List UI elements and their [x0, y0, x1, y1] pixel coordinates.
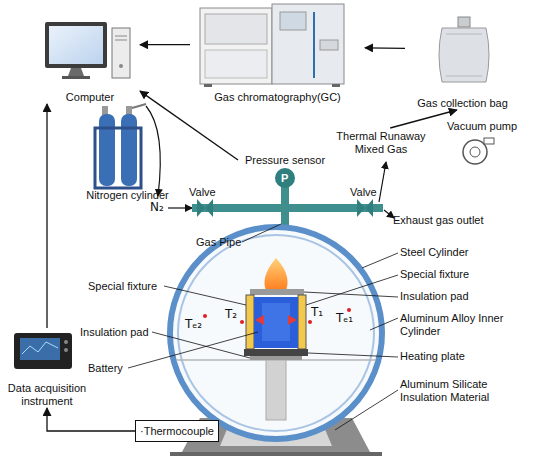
part-label: Aluminum Silicate Insulation Material	[400, 378, 530, 404]
computer-icon	[45, 22, 130, 79]
gas-label-node: Thermal Runaway Mixed Gas	[335, 128, 427, 158]
gas-bag-node: Gas collection bag	[405, 15, 520, 110]
part-label: Battery	[88, 362, 123, 375]
node-label: Pressure sensor	[245, 154, 325, 167]
gas-bag-icon	[439, 17, 489, 82]
gas-symbol: N₂	[150, 201, 164, 214]
node-label: Gas collection bag	[417, 97, 508, 110]
valve-label: Valve	[350, 186, 377, 199]
part-label: Special fixture	[400, 268, 469, 281]
part-label: Exhaust gas outlet	[393, 214, 484, 227]
battery-assembly	[244, 258, 308, 360]
node-label: Gas chromatography(GC)	[214, 91, 341, 104]
thermocouple-box: ·Thermocouple	[135, 420, 219, 442]
data-logger-icon	[14, 333, 72, 369]
leader-lines	[128, 224, 398, 430]
nitrogen-node: Nitrogen cylinder	[85, 100, 170, 202]
logger-node: Data acquisition instrument	[2, 328, 92, 408]
node-label: Thermal Runaway Mixed Gas	[335, 130, 427, 156]
sensor-node: Pressure sensor	[238, 152, 332, 168]
flow-arrow	[47, 408, 135, 431]
n2-leader	[146, 106, 160, 196]
part-label: Aluminum Alloy Inner Cylinder	[400, 312, 518, 338]
flow-arrow	[390, 110, 457, 128]
node-label: Data acquisition instrument	[2, 382, 92, 408]
gas-leader	[379, 162, 386, 202]
node-label: ·Thermocouple	[140, 425, 214, 438]
node-label: Computer	[66, 91, 114, 104]
part-label: Insulation pad	[400, 290, 469, 303]
sensor-tag: Tₑ₁	[336, 312, 353, 325]
sensor-symbol: P	[281, 172, 288, 185]
part-label: Heating plate	[400, 350, 465, 363]
sensor-tag: T₂	[225, 308, 237, 321]
gc-node: Gas chromatography(GC)	[190, 0, 365, 104]
vacuum-pump-icon	[463, 138, 494, 164]
part-label: Vacuum pump	[447, 120, 517, 133]
flow-arrow	[140, 44, 190, 45]
part-label: Special fixture	[88, 280, 157, 293]
computer-node: Computer	[40, 18, 140, 104]
flow-arrow	[46, 104, 47, 328]
flow-arrow	[365, 47, 405, 49]
steel-cylinder	[170, 227, 382, 439]
sensor-tag: T₁	[311, 306, 323, 319]
valve-label: Valve	[189, 186, 216, 199]
nitrogen-cylinder-icon	[95, 104, 146, 188]
exhaust-leader	[384, 210, 394, 218]
gas-pipe	[192, 168, 383, 230]
part-label: Gas Pipe	[196, 236, 241, 249]
part-label: Steel Cylinder	[400, 246, 468, 259]
gc-instrument	[200, 4, 344, 87]
part-label: Insulation pad	[80, 326, 149, 339]
thermocouple-points	[203, 308, 351, 324]
n2-leader	[168, 207, 192, 208]
sensor-tag: Tₑ₂	[185, 318, 202, 331]
